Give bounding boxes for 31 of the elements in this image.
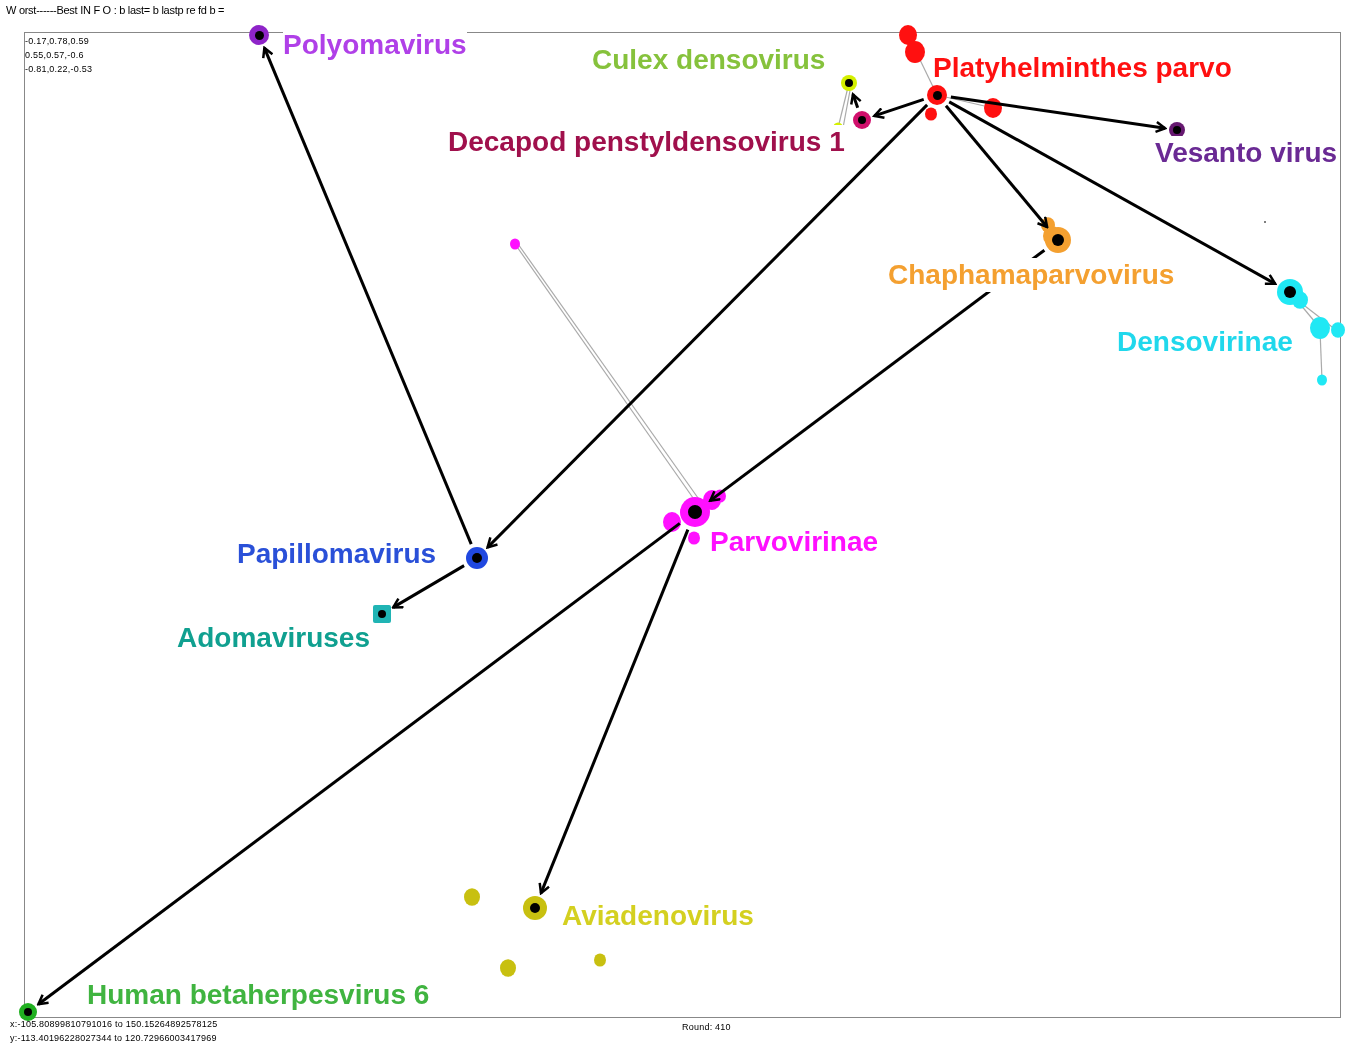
annotation-text: Round: 410 [682,1023,731,1032]
arrow [37,522,681,1006]
cluster-blob [841,75,857,91]
cluster-blob [853,111,871,129]
cluster-blob [249,25,269,45]
arrow [950,95,1167,134]
arrow [948,100,1277,286]
annotation-text: 0.55,0.57,-0.6 [25,51,84,60]
cluster-label: Decapod penstyldensovirus 1 [448,125,845,159]
annotation-text: -0.17,0.78,0.59 [25,37,89,46]
arrow [873,98,925,120]
cluster-blob [680,497,710,527]
arrow [538,529,690,895]
arrow [486,103,929,549]
cluster-blob [1045,227,1071,253]
cluster-blob [466,547,488,569]
arrow [850,93,862,109]
cluster-blob [19,1003,37,1021]
annotation-text: y:-113.40196228027344 to 120.72966003417969 [10,1034,217,1043]
annotation-text: -0.81,0.22,-0.53 [25,65,93,74]
cluster-blob [1277,279,1303,305]
arrow [391,564,465,609]
arrow [708,249,1046,502]
cluster-blob [927,85,947,105]
cluster-square [373,605,391,623]
cluster-blob [523,896,547,920]
annotation-text: W orst------Best IN F O : b last= b lastp re fd b = [6,5,225,16]
cluster-label: Chaphamaparvovirus [888,258,1175,292]
arrow [262,46,473,545]
annotation-text: x:-105.80899810791016 to 150.15264892578125 [10,1020,218,1029]
arrow [944,104,1049,229]
